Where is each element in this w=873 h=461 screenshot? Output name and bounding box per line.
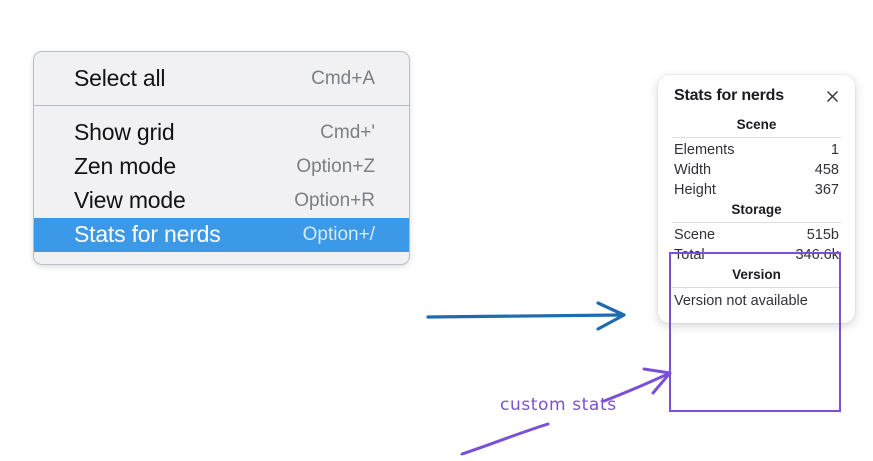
menu-item-label: View mode bbox=[74, 187, 186, 213]
menu-item-show-grid[interactable]: Show grid Cmd+' bbox=[34, 116, 409, 150]
menu-item-select-all[interactable]: Select all Cmd+A bbox=[34, 62, 409, 96]
section-title: Scene bbox=[736, 117, 777, 132]
stat-row: Elements 1 bbox=[658, 140, 855, 160]
context-menu[interactable]: Select all Cmd+A Show grid Cmd+' Zen mod… bbox=[33, 51, 410, 265]
stat-row: Width 458 bbox=[658, 160, 855, 180]
menu-item-shortcut: Cmd+A bbox=[311, 67, 375, 89]
purple-underline-stroke bbox=[460, 422, 550, 456]
section-title: Version bbox=[732, 267, 781, 282]
stat-label: Width bbox=[674, 162, 712, 178]
menu-separator bbox=[34, 105, 409, 106]
section-version: Version Version not available bbox=[658, 265, 855, 309]
stat-label: Height bbox=[674, 182, 716, 198]
section-scene: Scene Elements 1 Width 458 Height 367 bbox=[658, 115, 855, 200]
menu-item-label: Zen mode bbox=[74, 153, 176, 179]
annotation-label: custom stats bbox=[500, 395, 617, 415]
stat-label: Total bbox=[674, 247, 705, 263]
stat-label: Scene bbox=[674, 227, 716, 243]
menu-item-zen-mode[interactable]: Zen mode Option+Z bbox=[34, 150, 409, 184]
version-note: Version not available bbox=[674, 293, 808, 309]
menu-item-shortcut: Option+Z bbox=[296, 155, 375, 177]
menu-item-label: Show grid bbox=[74, 119, 175, 145]
panel-header: Stats for nerds bbox=[658, 87, 855, 105]
section-title: Storage bbox=[731, 202, 782, 217]
stat-row: Scene 515b bbox=[658, 225, 855, 245]
menu-item-label: Stats for nerds bbox=[74, 221, 221, 247]
section-divider bbox=[672, 222, 841, 223]
menu-item-shortcut: Option+/ bbox=[302, 223, 375, 245]
context-menu-group-2: Show grid Cmd+' Zen mode Option+Z View m… bbox=[34, 106, 409, 264]
menu-item-shortcut: Cmd+' bbox=[320, 121, 375, 143]
menu-item-stats-for-nerds[interactable]: Stats for nerds Option+/ bbox=[34, 218, 409, 252]
stat-row: Total 346.6k bbox=[658, 245, 855, 265]
menu-item-view-mode[interactable]: View mode Option+R bbox=[34, 184, 409, 218]
stats-for-nerds-panel: Stats for nerds Scene Elements 1 Width 4… bbox=[658, 75, 855, 323]
menu-item-label: Select all bbox=[74, 65, 166, 91]
panel-title: Stats for nerds bbox=[674, 87, 784, 104]
section-divider bbox=[672, 137, 841, 138]
stat-row: Height 367 bbox=[658, 180, 855, 200]
stat-value: 1 bbox=[830, 142, 839, 158]
section-divider bbox=[672, 287, 841, 288]
stat-value: 346.6k bbox=[795, 247, 839, 263]
context-menu-group-1: Select all Cmd+A bbox=[34, 52, 409, 105]
close-icon[interactable] bbox=[823, 87, 841, 105]
stat-value: 458 bbox=[814, 162, 839, 178]
menu-item-shortcut: Option+R bbox=[294, 189, 375, 211]
blue-arrow-icon bbox=[426, 301, 626, 331]
section-storage: Storage Scene 515b Total 346.6k bbox=[658, 200, 855, 265]
stat-value: 515b bbox=[806, 227, 839, 243]
stat-value: 367 bbox=[814, 182, 839, 198]
stat-label: Elements bbox=[674, 142, 735, 158]
